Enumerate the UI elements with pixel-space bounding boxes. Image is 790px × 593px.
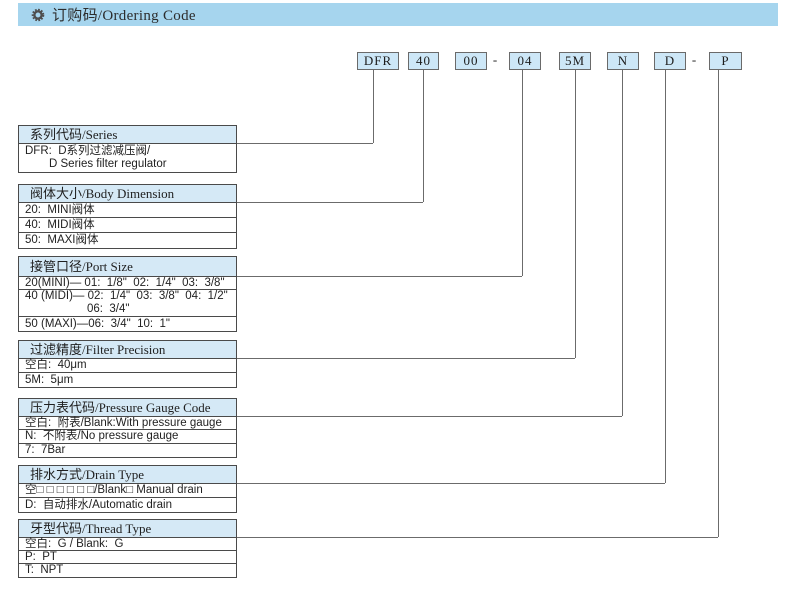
table-thread-type-header: 牙型代码/Thread Type xyxy=(19,520,236,538)
row-line: 空□ □ □ □ □ □/Blank□ Manual drain xyxy=(25,484,203,496)
page-title: 订购码/Ordering Code xyxy=(52,8,196,24)
table-row: T: NPT xyxy=(19,564,236,577)
row-line: D: 自动排水/Automatic drain xyxy=(25,498,172,511)
table-row: DFR: D系列过滤减压阀/ D Series filter regulator xyxy=(19,144,236,172)
table-series-header: 系列代码/Series xyxy=(19,126,236,144)
table-pressure-gauge-code: 压力表代码/Pressure Gauge Code 空白: 附表/Blank:W… xyxy=(18,398,237,458)
table-row: 40: MIDI阀体 xyxy=(19,218,236,233)
table-row: 空白: 附表/Blank:With pressure gauge xyxy=(19,417,236,430)
table-row: N: 不附表/No pressure gauge xyxy=(19,430,236,444)
row-line: 7: 7Bar xyxy=(25,444,66,456)
table-row: D: 自动排水/Automatic drain xyxy=(19,498,236,512)
row-line: 50 (MAXI)—06: 3/4" 10: 1" xyxy=(25,317,170,330)
table-drain-type-header: 排水方式/Drain Type xyxy=(19,466,236,484)
table-row: 7: 7Bar xyxy=(19,444,236,457)
connector-drain-type-horizontal xyxy=(237,483,665,484)
connector-filter-precision-horizontal xyxy=(237,358,575,359)
table-row: P: PT xyxy=(19,551,236,564)
code-box-thread-type: P xyxy=(709,52,742,70)
code-box-pressure-gauge: N xyxy=(607,52,639,70)
row-line: 空白: 附表/Blank:With pressure gauge xyxy=(25,416,222,429)
table-row: 空□ □ □ □ □ □/Blank□ Manual drain xyxy=(19,484,236,498)
table-body-dimension-header: 阀体大小/Body Dimension xyxy=(19,185,236,203)
connector-port-size-horizontal xyxy=(237,276,522,277)
row-line: 5M: 5μm xyxy=(25,373,74,386)
connector-body-dimension-horizontal xyxy=(237,202,423,203)
table-row: 50 (MAXI)—06: 3/4" 10: 1" xyxy=(19,317,236,331)
connector-series-vertical xyxy=(373,70,374,143)
row-line: 40 (MIDI)— 02: 1/4" 03: 3/8" 04: 1/2" xyxy=(25,290,228,302)
row-line: P: PT xyxy=(25,550,57,563)
table-pressure-gauge-code-header: 压力表代码/Pressure Gauge Code xyxy=(19,399,236,417)
connector-thread-type-vertical xyxy=(718,70,719,537)
table-row: 20(MINI)— 01: 1/8" 02: 1/4" 03: 3/8" xyxy=(19,277,236,290)
gear-icon xyxy=(31,8,45,22)
table-series: 系列代码/Series DFR: D系列过滤减压阀/ D Series filt… xyxy=(18,125,237,173)
connector-series-horizontal xyxy=(237,143,373,144)
code-separator-dash: - xyxy=(691,52,697,67)
connector-pressure-gauge-vertical xyxy=(622,70,623,416)
code-box-00: 00 xyxy=(455,52,487,70)
code-box-series: DFR xyxy=(357,52,399,70)
row-line: 50: MAXI阀体 xyxy=(25,234,99,246)
code-box-drain-type: D xyxy=(654,52,686,70)
row-line: N: 不附表/No pressure gauge xyxy=(25,430,179,442)
table-row: 20: MINI阀体 xyxy=(19,203,236,218)
section-title-bar: 订购码/Ordering Code xyxy=(18,3,778,26)
row-line: T: NPT xyxy=(25,564,64,576)
connector-drain-type-vertical xyxy=(665,70,666,483)
table-port-size: 接管口径/Port Size 20(MINI)— 01: 1/8" 02: 1/… xyxy=(18,256,237,332)
table-drain-type: 排水方式/Drain Type 空□ □ □ □ □ □/Blank□ Manu… xyxy=(18,465,237,513)
connector-port-size-vertical xyxy=(522,70,523,276)
code-box-filter-precision: 5M xyxy=(559,52,591,70)
connector-pressure-gauge-horizontal xyxy=(237,416,622,417)
connector-filter-precision-vertical xyxy=(575,70,576,358)
code-box-body-dimension: 40 xyxy=(408,52,439,70)
row-line: DFR: D系列过滤减压阀/ xyxy=(25,145,151,157)
row-line: 空白: G / Blank: G xyxy=(25,537,124,550)
table-row: 50: MAXI阀体 xyxy=(19,233,236,248)
connector-body-dimension-vertical xyxy=(423,70,424,202)
row-line: 空白: 40μm xyxy=(25,359,87,371)
connector-thread-type-horizontal xyxy=(237,537,718,538)
table-row: 空白: G / Blank: G xyxy=(19,538,236,551)
table-row: 空白: 40μm xyxy=(19,359,236,373)
table-row: 5M: 5μm xyxy=(19,373,236,387)
row-line: 20: MINI阀体 xyxy=(25,203,95,216)
table-filter-precision: 过滤精度/Filter Precision 空白: 40μm 5M: 5μm xyxy=(18,340,237,388)
table-filter-precision-header: 过滤精度/Filter Precision xyxy=(19,341,236,359)
table-port-size-header: 接管口径/Port Size xyxy=(19,257,236,277)
row-line: 20(MINI)— 01: 1/8" 02: 1/4" 03: 3/8" xyxy=(25,276,225,289)
row-line: 06: 3/4" xyxy=(87,303,130,315)
code-box-port-size: 04 xyxy=(509,52,541,70)
table-row: 40 (MIDI)— 02: 1/4" 03: 3/8" 04: 1/2" 06… xyxy=(19,290,236,317)
code-separator-dash: - xyxy=(492,52,498,67)
table-thread-type: 牙型代码/Thread Type 空白: G / Blank: G P: PT … xyxy=(18,519,237,578)
row-line: D Series filter regulator xyxy=(49,158,167,170)
row-line: 40: MIDI阀体 xyxy=(25,218,95,231)
table-body-dimension: 阀体大小/Body Dimension 20: MINI阀体 40: MIDI阀… xyxy=(18,184,237,249)
